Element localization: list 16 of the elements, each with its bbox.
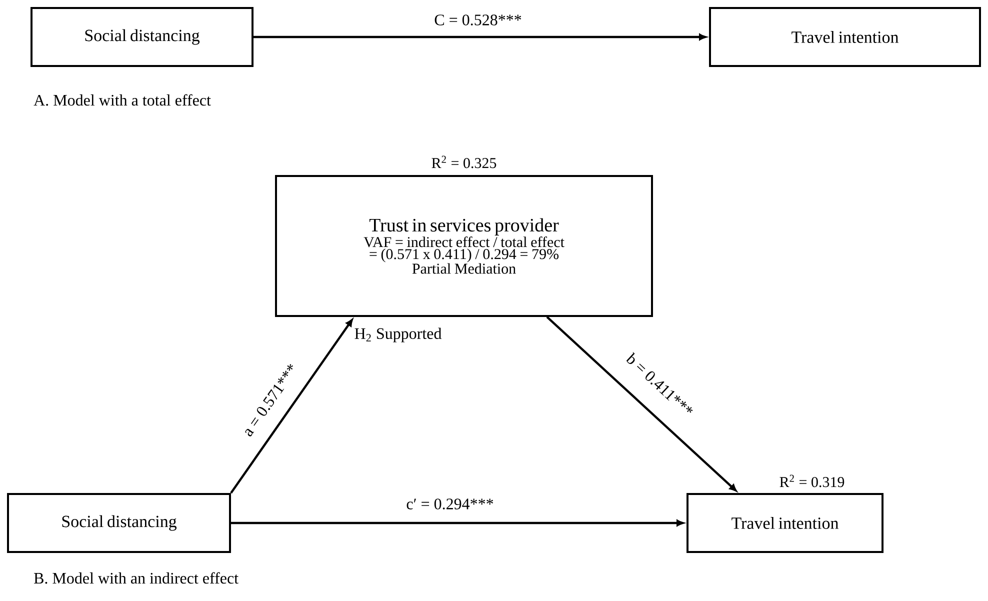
panel-caption: B. Model with an indirect effect [34,572,238,584]
arrow [546,316,737,492]
r-squared-label: R$^{2}$ = 0.319 [780,474,844,488]
concept-box: Social distancing [7,493,231,553]
arrow [231,520,684,526]
panel-caption: A. Model with a total effect [34,94,211,106]
hypothesis-label: H$_{2}$ Supported [354,328,442,342]
r-squared-label: R$^{2}$ = 0.325 [432,156,496,168]
concept-box: Social distancing [30,7,254,67]
concept-box: Travel intention [686,493,884,553]
concept-box: Trust in services provider VAF = indirect effect / total effect = (0.571 x 0.411) / 0.294 = 79% Partial Mediation [275,175,653,317]
arrow [254,34,706,40]
edge-label: C = 0.528*** [433,14,523,26]
concept-box: Travel intention [709,7,981,67]
arrow [230,319,353,494]
edge-label: c′ = 0.294*** [405,498,495,510]
